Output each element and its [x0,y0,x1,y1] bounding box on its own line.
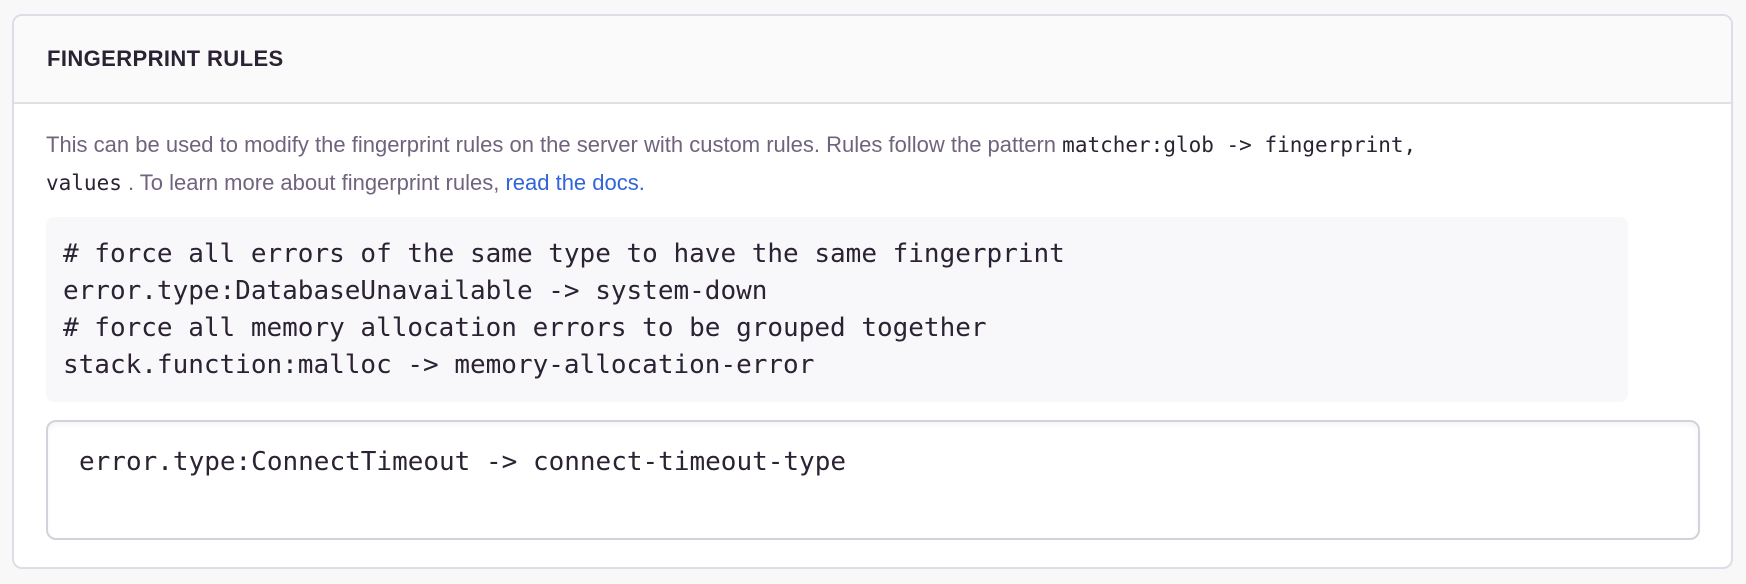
inline-code-pattern: matcher:glob -> fingerprint, [1062,133,1417,157]
panel-body: This can be used to modify the fingerpri… [14,104,1731,567]
panel-header: FINGERPRINT RULES [14,16,1731,104]
panel-title: FINGERPRINT RULES [47,46,284,71]
fingerprint-rules-panel: FINGERPRINT RULES This can be used to mo… [12,14,1733,569]
description-text-1: This can be used to modify the fingerpri… [46,132,1063,157]
fingerprint-rules-textarea[interactable]: error.type:ConnectTimeout -> connect-tim… [46,420,1700,540]
description-line-1: This can be used to modify the fingerpri… [46,126,1700,164]
code-example-block: # force all errors of the same type to h… [46,217,1628,402]
read-the-docs-link[interactable]: read the docs. [505,170,645,195]
description-line-2: values . To learn more about fingerprint… [46,164,1700,202]
inline-code-values: values [46,171,122,195]
description-text-2: . To learn more about fingerprint rules, [121,170,506,195]
panel-description: This can be used to modify the fingerpri… [46,126,1700,202]
